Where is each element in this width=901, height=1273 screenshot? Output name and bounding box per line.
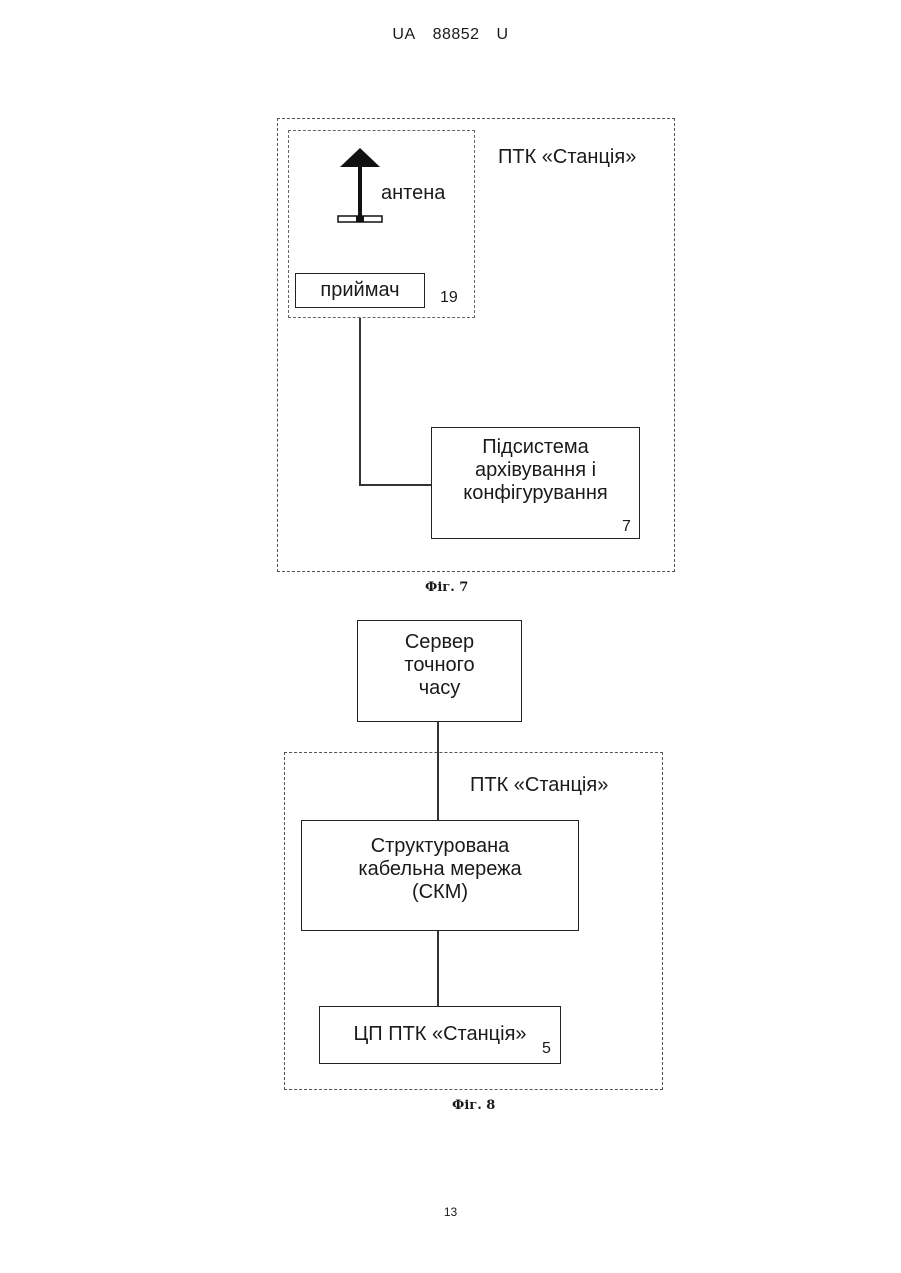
cpu-ref: 5 (542, 1040, 551, 1058)
scs-line: кабельна мережа (302, 858, 578, 881)
patent-header: UA 88852 U (0, 26, 901, 44)
fig7-group-title: ПТК «Станція» (498, 146, 636, 169)
receiver-box: приймач (295, 273, 425, 308)
subsystem-line: архівування і (432, 459, 639, 482)
cpu-box: ЦП ПТК «Станція» (319, 1006, 561, 1064)
page-number: 13 (0, 1205, 901, 1219)
fig8-connector-bottom (437, 931, 439, 1007)
structured-cabling-box: Структурована кабельна мережа (СКМ) (301, 820, 579, 931)
fig8-caption: Фіг. 8 (452, 1098, 495, 1113)
fig7-connector-vertical (359, 318, 361, 486)
fig7-connector-horizontal (359, 484, 432, 486)
server-line: Сервер (358, 631, 521, 654)
server-line: точного (358, 654, 521, 677)
cpu-label: ЦП ПТК «Станція» (353, 1023, 526, 1045)
subsystem-line: Підсистема (432, 436, 639, 459)
header-number: 88852 (433, 26, 480, 43)
header-country: UA (392, 26, 415, 43)
fig8-group-title: ПТК «Станція» (470, 774, 608, 797)
subsystem-line: конфігурування (432, 482, 639, 505)
archive-config-subsystem-box: Підсистема архівування і конфігурування (431, 427, 640, 539)
time-server-box: Сервер точного часу (357, 620, 522, 722)
antenna-label: антена (381, 182, 445, 205)
receiver-ref: 19 (440, 289, 458, 307)
server-line: часу (358, 677, 521, 700)
scs-line: Структурована (302, 835, 578, 858)
fig8-connector-top (437, 722, 439, 821)
subsystem-ref: 7 (622, 518, 631, 536)
fig7-caption: Фіг. 7 (425, 580, 468, 595)
scs-line: (СКМ) (302, 881, 578, 904)
receiver-label: приймач (320, 279, 399, 301)
header-kind: U (497, 26, 509, 43)
